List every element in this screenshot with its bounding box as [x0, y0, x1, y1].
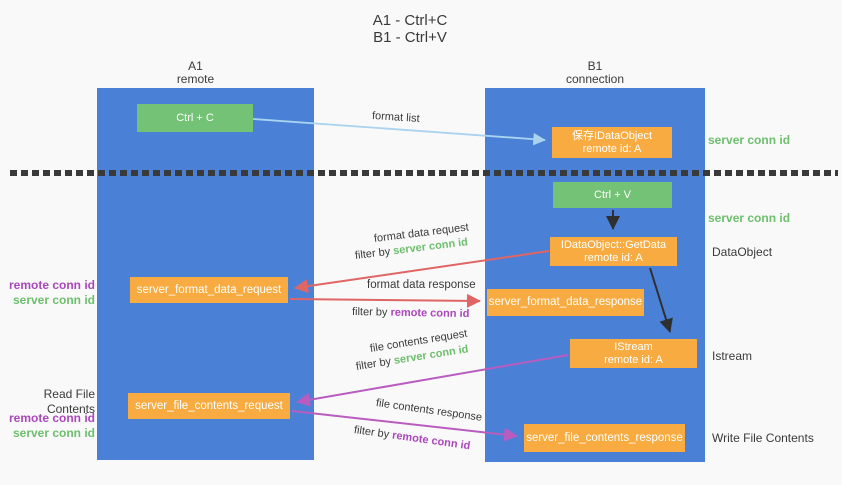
- filter-by-text: filter by: [351, 306, 391, 319]
- lane-b1-name: B1: [587, 59, 603, 73]
- label-write-file-contents: Write File Contents: [712, 431, 814, 445]
- label-remote-conn-id-left-2: remote conn id: [8, 411, 95, 425]
- server-format-data-response-label: server_format_data_response: [488, 296, 643, 308]
- title-line-2: B1 - Ctrl+V: [373, 29, 447, 46]
- label-server-conn-id-mid-right: server conn id: [708, 211, 791, 225]
- label-file-contents-response: file contents response: [375, 397, 483, 424]
- diagram-title: A1 - Ctrl+C B1 - Ctrl+V: [0, 12, 820, 46]
- label-dataobject: DataObject: [712, 245, 773, 259]
- node-save-idataobject: 保存IDataObject remote id: A: [552, 127, 672, 158]
- label-istream: Istream: [712, 349, 753, 363]
- label-conn-id-pair-top-left: remote conn id server conn id: [0, 278, 95, 308]
- label-format-list: format list: [371, 110, 420, 125]
- lane-a1-role: remote: [176, 72, 215, 86]
- getdata-line1: IDataObject::GetData: [560, 238, 667, 251]
- server-file-contents-request-label: server_file_contents_request: [135, 399, 283, 412]
- filter-by-text: filter by: [354, 245, 394, 262]
- save-idataobject-line2: remote id: A: [582, 142, 642, 155]
- save-idataobject-line1: 保存IDataObject: [571, 129, 653, 142]
- server-format-data-request-label: server_format_data_request: [136, 283, 282, 296]
- node-server-format-data-response: server_format_data_response: [487, 289, 644, 316]
- lane-b1-role: connection: [565, 72, 625, 86]
- node-server-file-contents-request: server_file_contents_request: [128, 393, 290, 419]
- label-server-conn-id-left-2: server conn id: [12, 426, 95, 440]
- node-ctrl-c: Ctrl + C: [137, 104, 253, 132]
- node-idataobject-getdata: IDataObject::GetData remote id: A: [550, 237, 677, 266]
- filter-by-text: filter by: [355, 355, 395, 373]
- label-server-conn-id-top-right: server conn id: [708, 133, 791, 147]
- filter-by-text: filter by: [353, 424, 393, 442]
- label-filter-by-remote-conn-id-1: filter by remote conn id: [352, 306, 470, 320]
- dotted-separator-line: [10, 170, 838, 176]
- label-remote-conn-id-left-1: remote conn id: [8, 278, 95, 292]
- arrow-format-data-response: [289, 293, 481, 308]
- istream-line1: IStream: [614, 340, 653, 353]
- node-istream: IStream remote id: A: [570, 339, 697, 368]
- server-file-contents-response-label: server_file_contents_response: [526, 431, 683, 444]
- node-server-file-contents-response: server_file_contents_response: [524, 424, 685, 452]
- getdata-line2: remote id: A: [584, 251, 643, 264]
- label-conn-id-pair-bottom-left: remote conn id server conn id: [0, 411, 95, 441]
- label-format-data-response: format data response: [367, 279, 476, 291]
- node-ctrl-v: Ctrl + V: [553, 182, 672, 208]
- remote-conn-id-text: remote conn id: [391, 429, 472, 453]
- lane-header-b1: B1 connection: [485, 60, 705, 86]
- node-server-format-data-request: server_format_data_request: [130, 277, 288, 303]
- ctrl-v-label: Ctrl + V: [594, 188, 631, 201]
- remote-conn-id-text: remote conn id: [390, 306, 470, 321]
- label-read-file-contents: Read File Contents: [43, 387, 95, 416]
- lane-header-a1: A1 remote: [87, 60, 304, 86]
- title-line-1: A1 - Ctrl+C: [372, 12, 448, 29]
- label-filter-by-remote-conn-id-2: filter by remote conn id: [353, 424, 471, 452]
- lane-a1-name: A1: [188, 59, 203, 73]
- ctrl-c-label: Ctrl + C: [176, 111, 214, 124]
- label-server-conn-id-left-1: server conn id: [12, 293, 95, 307]
- istream-line2: remote id: A: [604, 353, 663, 366]
